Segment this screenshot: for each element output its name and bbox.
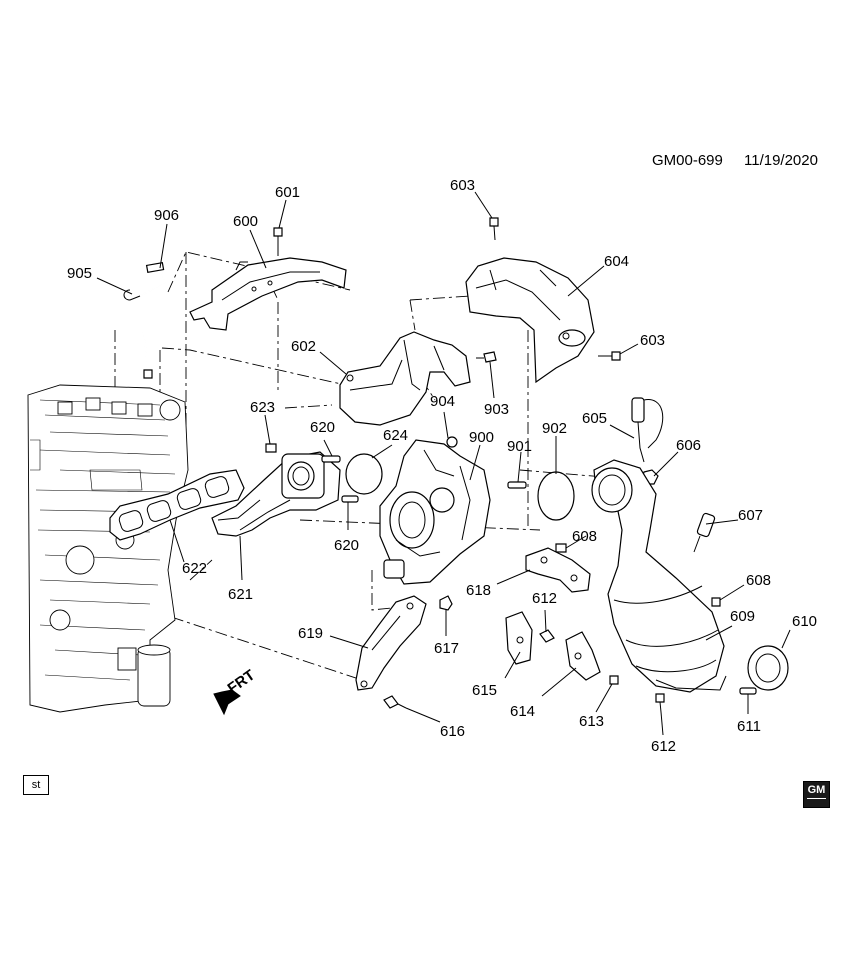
heat-shield-600 bbox=[189, 257, 347, 331]
gm-logo-text: GM bbox=[807, 784, 826, 796]
label-904: 904 bbox=[430, 393, 455, 410]
label-619: 619 bbox=[298, 625, 323, 642]
clip-905 bbox=[123, 289, 141, 301]
bolt-608-top bbox=[555, 543, 567, 553]
engine-block bbox=[27, 384, 189, 713]
label-906: 906 bbox=[154, 207, 179, 224]
diagram-id: GM00-699 bbox=[652, 152, 723, 169]
stud-901 bbox=[507, 481, 527, 489]
part-labels: 906 905 601 600 603 604 603 602 903 623 … bbox=[67, 177, 817, 755]
label-620-top: 620 bbox=[310, 419, 335, 436]
label-617: 617 bbox=[434, 640, 459, 657]
label-615: 615 bbox=[472, 682, 497, 699]
bracket-619 bbox=[355, 595, 427, 691]
label-611: 611 bbox=[737, 718, 761, 735]
bolt-603-top bbox=[489, 217, 499, 241]
label-902: 902 bbox=[542, 420, 567, 437]
label-618: 618 bbox=[466, 582, 491, 599]
label-609: 609 bbox=[730, 608, 755, 625]
label-602: 602 bbox=[291, 338, 316, 355]
label-607: 607 bbox=[738, 507, 763, 524]
label-612-lower: 612 bbox=[651, 738, 676, 755]
label-624: 624 bbox=[383, 427, 408, 444]
turbocharger-900 bbox=[379, 436, 491, 585]
bolt-601 bbox=[273, 227, 283, 256]
label-905: 905 bbox=[67, 265, 92, 282]
nut-617 bbox=[439, 595, 453, 611]
gasket-610 bbox=[747, 645, 789, 691]
heat-shield-604 bbox=[465, 257, 595, 384]
label-612-upper: 612 bbox=[532, 590, 557, 607]
heat-shield-602 bbox=[339, 331, 471, 426]
stud-611 bbox=[739, 687, 757, 695]
bracket-615 bbox=[505, 611, 533, 665]
catalytic-converter-609 bbox=[591, 459, 727, 693]
bolt-608-right bbox=[711, 597, 721, 607]
label-603-top: 603 bbox=[450, 177, 475, 194]
label-605: 605 bbox=[582, 410, 607, 427]
label-608-top: 608 bbox=[572, 528, 597, 545]
bolt-612-lower bbox=[655, 693, 665, 713]
gasket-902 bbox=[537, 471, 575, 521]
label-613: 613 bbox=[579, 713, 604, 730]
label-900: 900 bbox=[469, 429, 494, 446]
label-603-right: 603 bbox=[640, 332, 665, 349]
diagram-date: 11/19/2020 bbox=[744, 152, 818, 169]
stud-620-bottom bbox=[341, 495, 359, 503]
gasket-624 bbox=[345, 453, 383, 495]
label-601: 601 bbox=[275, 184, 300, 201]
gm-logo-underline bbox=[807, 798, 826, 805]
bolt-613 bbox=[609, 675, 619, 685]
label-622: 622 bbox=[182, 560, 207, 577]
leader-lines bbox=[96, 191, 791, 736]
front-direction-arrow: FRT bbox=[213, 667, 258, 716]
label-903: 903 bbox=[484, 401, 509, 418]
bolt-603-right bbox=[598, 351, 621, 361]
label-610: 610 bbox=[792, 613, 817, 630]
label-901: 901 bbox=[507, 438, 532, 455]
bolt-612-upper bbox=[539, 629, 555, 643]
label-623: 623 bbox=[250, 399, 275, 416]
sticker-box: st bbox=[23, 775, 49, 795]
label-616: 616 bbox=[440, 723, 465, 740]
label-608-right: 608 bbox=[746, 572, 771, 589]
label-620-bottom: 620 bbox=[334, 537, 359, 554]
label-621: 621 bbox=[228, 586, 253, 603]
label-614: 614 bbox=[510, 703, 535, 720]
bolt-903 bbox=[476, 351, 497, 363]
label-600: 600 bbox=[233, 213, 258, 230]
stud-623 bbox=[265, 443, 277, 453]
bracket-618 bbox=[525, 547, 591, 593]
gasket-622 bbox=[109, 469, 245, 541]
sensor-607 bbox=[693, 512, 716, 553]
bolt-616 bbox=[383, 695, 407, 709]
label-606: 606 bbox=[676, 437, 701, 454]
stud-620-top bbox=[321, 455, 341, 463]
gm-logo: GM bbox=[803, 781, 830, 808]
pipe-906 bbox=[128, 261, 167, 379]
exhaust-manifold-621 bbox=[211, 451, 341, 537]
label-604: 604 bbox=[604, 253, 629, 270]
bracket-614 bbox=[565, 631, 601, 681]
sensor-605 bbox=[631, 397, 664, 463]
